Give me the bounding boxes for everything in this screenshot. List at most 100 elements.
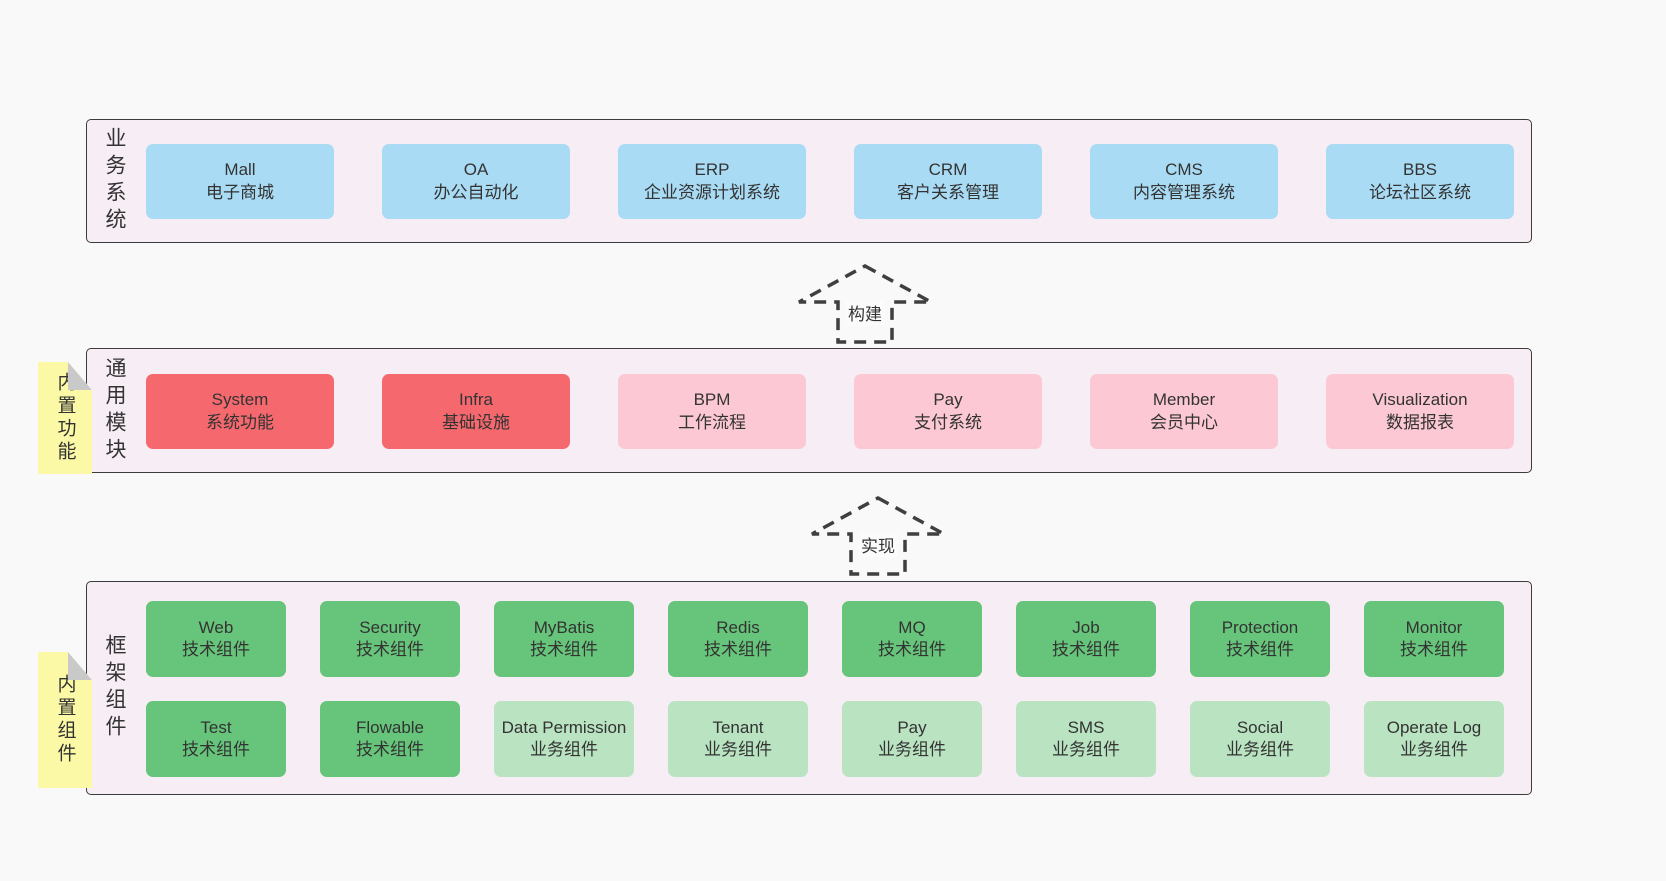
box-subtitle: 工作流程: [678, 412, 746, 432]
box-subtitle: 客户关系管理: [897, 182, 999, 202]
box-subtitle: 技术组件: [1400, 640, 1468, 659]
box-title: Web: [198, 617, 234, 637]
diagram-box-redis: Redis 技术组件: [668, 601, 808, 677]
box-subtitle: 企业资源计划系统: [644, 182, 780, 202]
box-subtitle: 技术组件: [878, 640, 946, 659]
box-title: MyBatis: [533, 617, 595, 637]
arrow-implement: 实现: [808, 494, 948, 578]
box-title: Mall: [224, 160, 256, 180]
box-subtitle: 业务组件: [530, 740, 598, 759]
band-label-framework-components: 框架组件: [103, 634, 126, 742]
arrow-build-label: 构建: [845, 300, 885, 325]
dashed-up-arrow-icon: [811, 496, 945, 576]
sticky-note-built-in-components: 内置组件: [38, 652, 92, 788]
box-subtitle: 电子商城: [206, 182, 274, 202]
box-title: Protection: [1221, 617, 1299, 637]
box-title: Security: [359, 617, 421, 637]
box-subtitle: 技术组件: [1226, 640, 1294, 659]
box-title: CRM: [928, 160, 968, 180]
box-title: ERP: [694, 160, 730, 180]
box-title: Pay: [933, 390, 963, 410]
diagram-box-operate-log: Operate Log 业务组件: [1364, 701, 1504, 777]
box-title: System: [211, 390, 269, 410]
box-subtitle: 内容管理系统: [1133, 182, 1235, 202]
box-subtitle: 技术组件: [356, 640, 424, 659]
box-title: Flowable: [355, 717, 425, 737]
box-title: Visualization: [1372, 390, 1468, 410]
box-subtitle: 办公自动化: [433, 182, 519, 202]
box-title: CMS: [1165, 160, 1203, 180]
box-title: Data Permission: [501, 717, 627, 737]
dashed-up-arrow-icon: [798, 264, 932, 344]
diagram-box-mybatis: MyBatis 技术组件: [494, 601, 634, 677]
arrow-build: 构建: [795, 262, 935, 346]
box-subtitle: 论坛社区系统: [1369, 182, 1471, 202]
box-title: Pay: [897, 717, 927, 737]
box-subtitle: 业务组件: [704, 740, 772, 759]
box-title: MQ: [898, 617, 926, 637]
box-subtitle: 系统功能: [206, 412, 274, 432]
arrow-implement-label: 实现: [858, 532, 898, 557]
box-subtitle: 业务组件: [1226, 740, 1294, 759]
box-subtitle: 会员中心: [1150, 412, 1218, 432]
diagram-box-job: Job 技术组件: [1016, 601, 1156, 677]
box-title: Test: [200, 717, 232, 737]
box-subtitle: 业务组件: [878, 740, 946, 759]
box-title: BBS: [1402, 160, 1438, 180]
box-subtitle: 技术组件: [182, 640, 250, 659]
band-label-common-modules: 通用模块: [103, 356, 126, 465]
box-subtitle: 技术组件: [1052, 640, 1120, 659]
diagram-box-sms: SMS 业务组件: [1016, 701, 1156, 777]
box-title: Operate Log: [1386, 717, 1482, 737]
box-title: Redis: [716, 617, 760, 637]
box-subtitle: 支付系统: [914, 412, 982, 432]
box-title: Social: [1236, 717, 1284, 737]
diagram-box-flowable: Flowable 技术组件: [320, 701, 460, 777]
sticky-note-built-in-features-label: 内置功能: [54, 372, 76, 464]
box-subtitle: 技术组件: [704, 640, 772, 659]
diagram-box-mq: MQ 技术组件: [842, 601, 982, 677]
box-subtitle: 业务组件: [1052, 740, 1120, 759]
box-subtitle: 技术组件: [356, 740, 424, 759]
box-title: Monitor: [1405, 617, 1463, 637]
box-title: Infra: [458, 390, 494, 410]
box-subtitle: 基础设施: [442, 412, 510, 432]
diagram-box-web: Web 技术组件: [146, 601, 286, 677]
diagram-box-data-permission: Data Permission 业务组件: [494, 701, 634, 777]
box-subtitle: 数据报表: [1386, 412, 1454, 432]
box-subtitle: 技术组件: [530, 640, 598, 659]
box-title: Job: [1072, 617, 1100, 637]
box-title: Tenant: [712, 717, 764, 737]
box-title: Member: [1152, 390, 1216, 410]
diagram-box-monitor: Monitor 技术组件: [1364, 601, 1504, 677]
sticky-note-built-in-components-label: 内置组件: [54, 674, 76, 766]
box-title: SMS: [1067, 717, 1105, 737]
box-title: OA: [463, 160, 489, 180]
diagram-box-social: Social 业务组件: [1190, 701, 1330, 777]
diagram-box-security: Security 技术组件: [320, 601, 460, 677]
box-title: BPM: [693, 390, 731, 410]
diagram-box-tenant: Tenant 业务组件: [668, 701, 808, 777]
diagram-box-pay: Pay 业务组件: [842, 701, 982, 777]
sticky-note-built-in-features: 内置功能: [38, 362, 92, 474]
box-subtitle: 业务组件: [1400, 740, 1468, 759]
